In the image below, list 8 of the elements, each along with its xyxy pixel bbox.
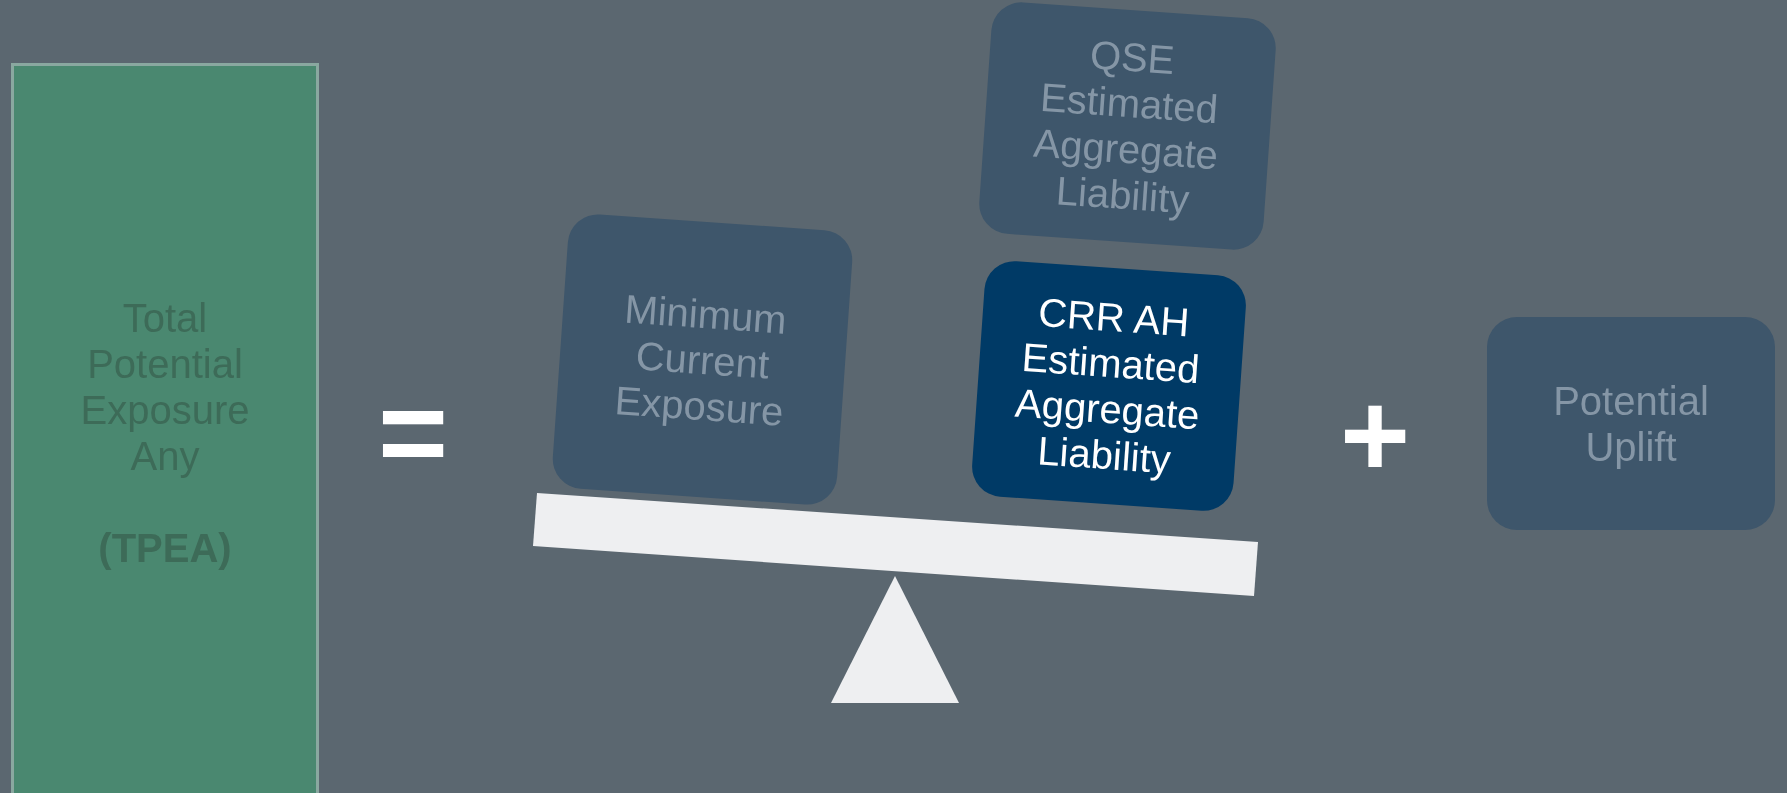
term-card [1487, 317, 1775, 530]
result-box [11, 63, 319, 793]
operator-sign: + [1340, 375, 1411, 495]
operator-sign: = [378, 372, 449, 492]
term-label: Potential Uplift [1552, 377, 1710, 470]
term-label: CRR AH Estimated Aggregate Liability [1012, 288, 1202, 484]
term-label: Minimum Current Exposure [612, 285, 790, 436]
term-label: QSE Estimated Aggregate Liability [1031, 31, 1221, 224]
